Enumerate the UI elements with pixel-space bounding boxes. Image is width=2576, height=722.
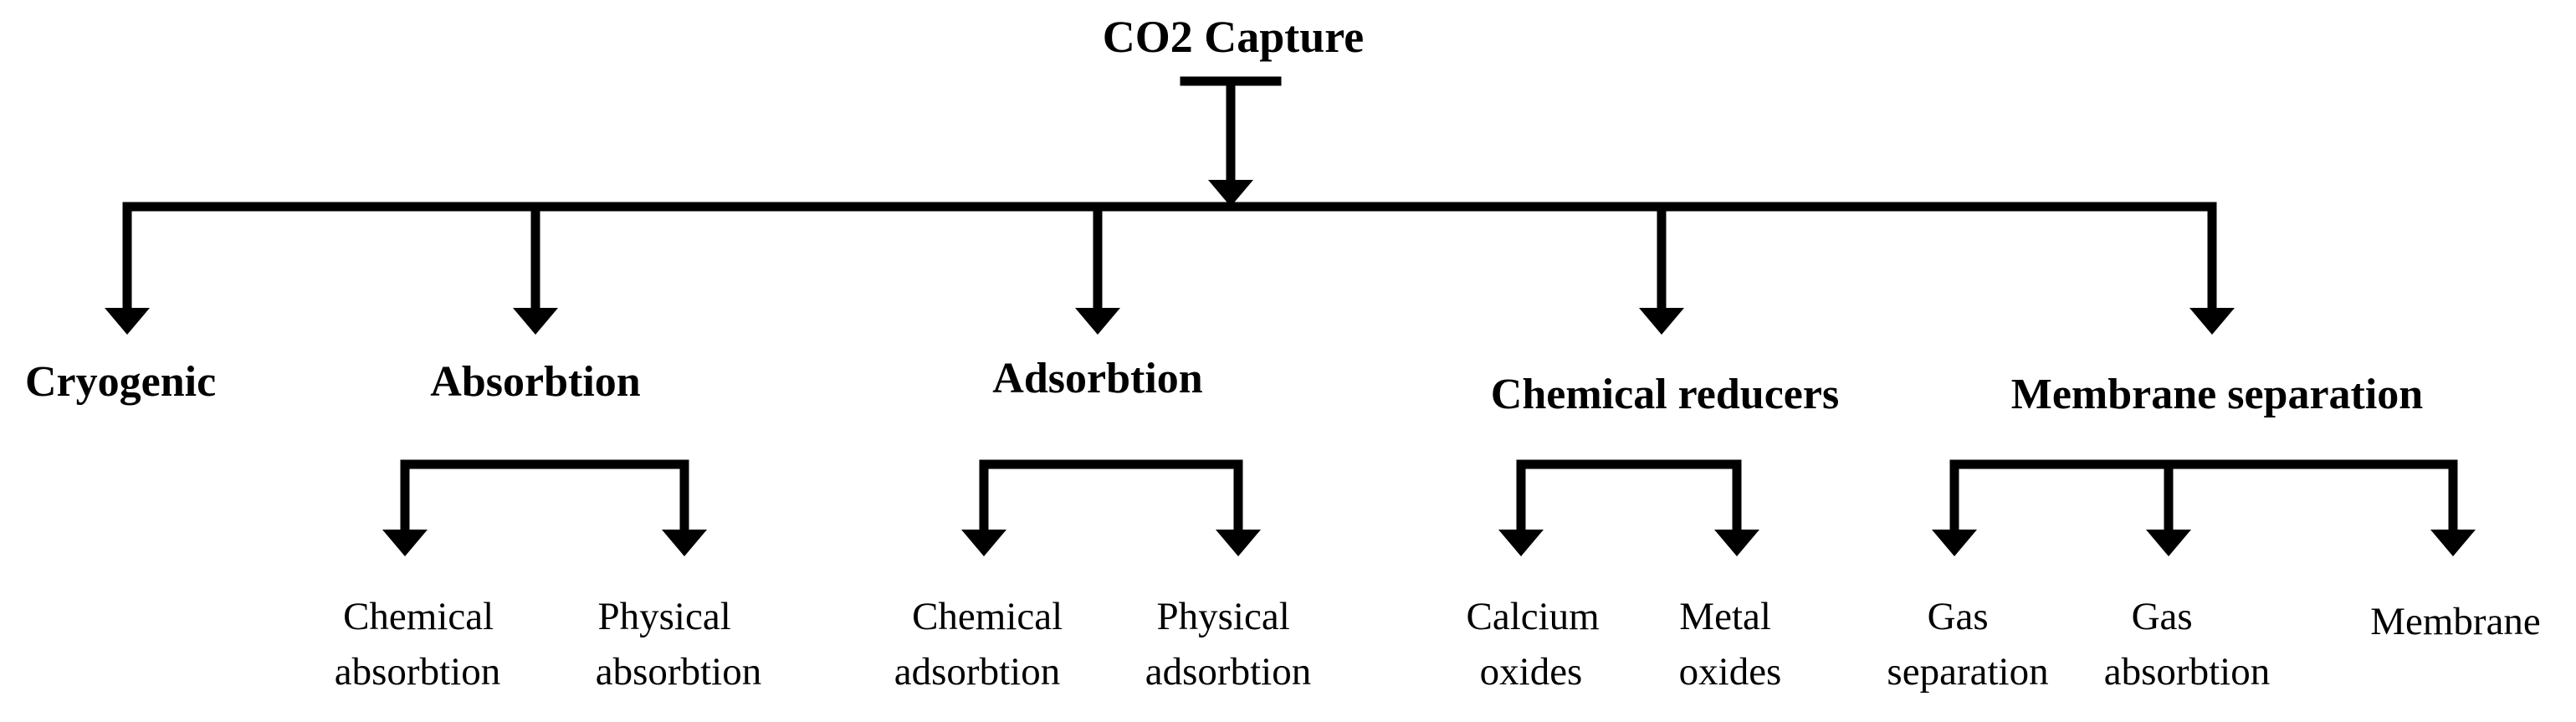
root-arrowhead	[1208, 180, 1253, 207]
leaf-label: Chemical absorbtion	[335, 595, 504, 694]
leaf-label: Membrane	[2370, 600, 2541, 643]
arrowhead	[2146, 530, 2191, 556]
arrowhead	[382, 530, 428, 556]
arrowhead	[1216, 530, 1261, 556]
arrowhead	[2189, 308, 2235, 335]
arrowhead	[105, 308, 150, 335]
category-label-cryogenic: Cryogenic	[25, 358, 216, 406]
arrowhead	[1639, 308, 1684, 335]
leaf-label: Calcium oxides	[1467, 595, 1610, 694]
arrowheads	[105, 180, 2476, 556]
category-label-chemical-reducers: Chemical reducers	[1491, 371, 1839, 418]
leaf-label: Physical absorbtion	[596, 595, 761, 694]
leaf-label: Metal oxides	[1679, 595, 1782, 694]
root-label: CO2 Capture	[1103, 12, 1365, 62]
leaf-label: Gas absorbtion	[2104, 595, 2270, 694]
arrowhead	[513, 308, 558, 335]
category-label-membrane-separation: Membrane separation	[2011, 371, 2424, 418]
leaf-label: Physical adsorbtion	[1145, 595, 1311, 694]
leaf-label: Gas separation	[1887, 595, 2048, 694]
leaf-label: Chemical adsorbtion	[894, 595, 1073, 694]
arrowhead	[961, 530, 1006, 556]
arrowhead	[1498, 530, 1544, 556]
arrowhead	[1714, 530, 1759, 556]
connector-lines	[122, 76, 2458, 536]
arrowhead	[1932, 530, 1977, 556]
arrowhead	[662, 530, 707, 556]
category-label-absorbtion: Absorbtion	[430, 358, 640, 406]
arrowhead	[1075, 308, 1120, 335]
category-label-adsorbtion: Adsorbtion	[992, 355, 1202, 402]
arrowhead	[2430, 530, 2476, 556]
